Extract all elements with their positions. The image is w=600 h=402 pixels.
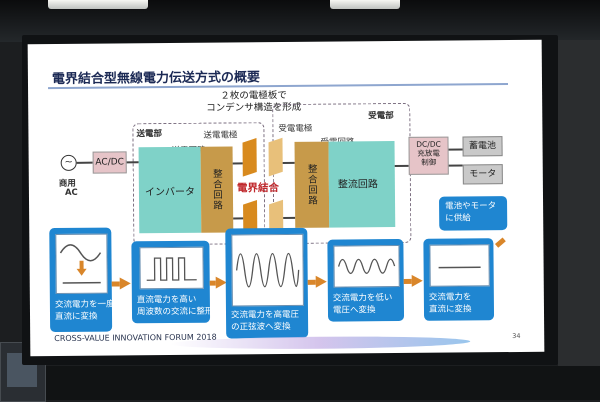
wire	[76, 161, 93, 164]
waveform-high-voltage	[231, 233, 304, 307]
waveform-low-voltage	[333, 245, 400, 288]
wire	[448, 148, 463, 151]
waveform-dc	[429, 244, 490, 287]
slide-title: 電界結合型無線電力伝送方式の概要	[51, 70, 261, 88]
step-card-3: 交流電力を高電圧 の正弦波へ変換	[225, 227, 309, 339]
flow-arrow-head	[411, 274, 423, 287]
room-wall	[558, 40, 600, 400]
flow-arrow-head	[119, 277, 131, 290]
supply-line: に供給	[445, 213, 471, 224]
flow-arrow	[494, 237, 506, 248]
room-floor	[0, 366, 600, 400]
wire	[394, 164, 409, 167]
step-text: 直流に変換	[428, 304, 472, 315]
tx-matching-label: 整合回路	[210, 168, 223, 211]
wire	[126, 161, 139, 163]
wire	[448, 164, 463, 167]
step-card-2: 直流電力を高い 周波数の交流に整形	[131, 240, 214, 324]
flow-arrow	[403, 278, 412, 284]
footer-text: CROSS-VALUE INNOVATION FORUM 2018	[54, 332, 217, 344]
wire	[283, 216, 296, 219]
step-text: 周波数の交流に整形	[136, 306, 214, 318]
inverter-block: インバータ	[138, 146, 202, 234]
step-text: 電圧へ変換	[332, 305, 376, 316]
tx-electrode-upper	[242, 137, 257, 177]
square-wave-icon	[146, 257, 197, 281]
motor-block: モータ	[462, 164, 503, 185]
step-card-1: 交流電力を一度 直流に変換	[49, 227, 115, 333]
coupling-label: 電界結合	[236, 182, 279, 195]
waveform-ac-to-dc	[55, 233, 108, 295]
ac-source-icon: ~	[60, 154, 77, 171]
flow-arrow-head	[315, 275, 327, 288]
flow-arrow	[111, 281, 120, 287]
step-text: の正弦波へ変換	[231, 321, 291, 333]
battery-block: 蓄電池	[462, 136, 503, 157]
callout-line: ２枚の電極板で	[220, 89, 287, 102]
ceiling-light	[48, 0, 148, 9]
tx-matching-block: 整合回路	[200, 146, 234, 233]
supply-line: 電池やモータ	[445, 201, 497, 212]
rx-matching-block: 整合回路	[294, 141, 330, 228]
wire	[282, 161, 295, 164]
step-card-5: 交流電力を 直流に変換	[423, 238, 495, 321]
source-label-2: AC	[64, 187, 78, 198]
rx-electrode-label: 受電電極	[278, 123, 313, 135]
rectifier-block: 整流回路	[328, 141, 396, 228]
tx-electrode-label: 送電電極	[203, 130, 238, 141]
ac-dc-converter: AC/DC	[92, 151, 127, 174]
step-text: 直流電力を高い	[136, 294, 197, 306]
flat-line-icon	[438, 266, 481, 269]
rx-section-label: 受電部	[368, 111, 394, 122]
waveform-square	[139, 246, 204, 290]
step-text: 交流電力を低い	[332, 293, 393, 304]
sine-to-flat-icon	[59, 244, 102, 284]
presentation-slide: 電界結合型無線電力伝送方式の概要 ２枚の電極板で コンデンサ構造を形成 送電部 …	[27, 39, 545, 357]
dcdc-controller: DC/DC 充放電 制御	[408, 136, 449, 175]
tx-section-label: 送電部	[136, 129, 162, 140]
wire	[233, 217, 244, 219]
rx-electrode-upper	[268, 137, 283, 177]
inverter-label: インバータ	[144, 186, 195, 199]
rx-matching-label: 整合回路	[305, 163, 318, 206]
ceiling-light	[330, 0, 400, 9]
flow-arrow	[307, 279, 316, 285]
step-text: 交流電力を一度	[54, 299, 115, 311]
step-text: 交流電力を	[428, 292, 472, 303]
step-text: 直流に変換	[54, 311, 98, 323]
high-amplitude-sine-icon	[235, 252, 300, 288]
step-text: 交流電力を高電圧	[230, 309, 300, 321]
low-amplitude-sine-icon	[337, 258, 396, 275]
page-number: 34	[512, 331, 521, 341]
step-card-4: 交流電力を低い 電圧へ変換	[327, 238, 405, 322]
rectifier-label: 整流回路	[337, 179, 378, 191]
wire	[232, 162, 243, 164]
supply-callout: 電池やモータ に供給	[438, 196, 508, 231]
